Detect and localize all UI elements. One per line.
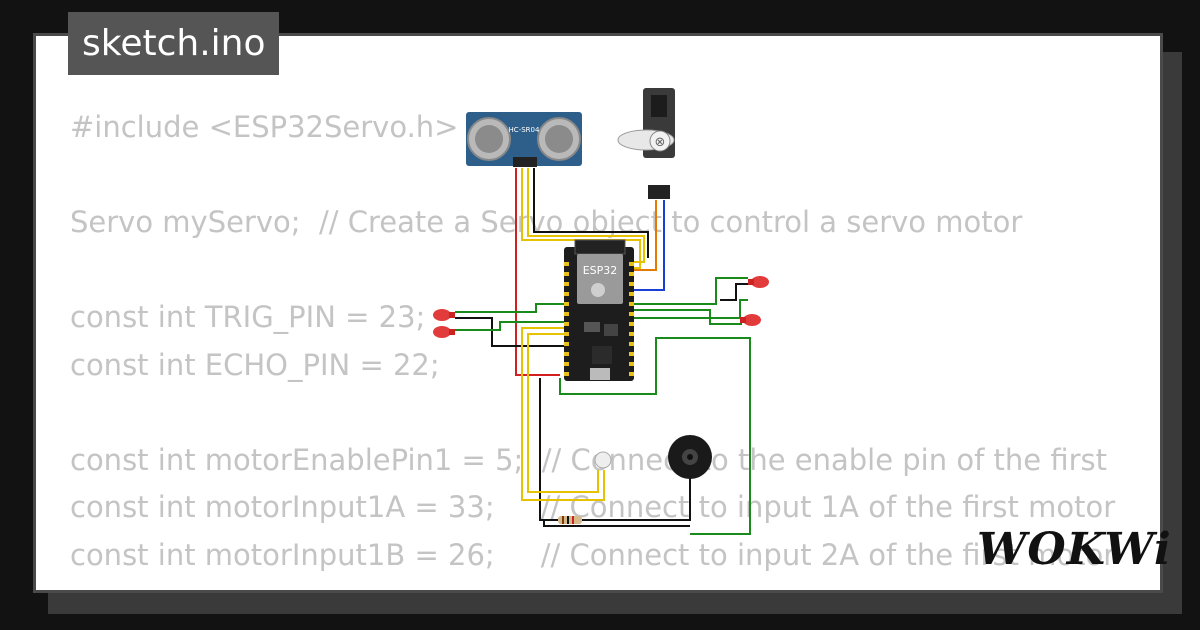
servo-motor[interactable]: ⊗ [617, 88, 675, 199]
wire-yellow [527, 333, 599, 493]
wire-green [632, 277, 748, 305]
wire-green [559, 337, 751, 535]
buzzer[interactable] [668, 435, 712, 479]
esp32-board[interactable]: ESP32 [564, 239, 634, 381]
code-line: Servo myServo; // Create a Servo object … [70, 205, 1023, 239]
wire-black [543, 519, 690, 527]
wire-black [539, 378, 558, 521]
code-line: const int TRIG_PIN = 23; [70, 300, 426, 334]
wire-yellow [521, 327, 605, 501]
resistor[interactable] [558, 516, 582, 524]
file-tab-label: sketch.ino [82, 23, 266, 64]
wire-red [515, 168, 560, 376]
code-line: const int ECHO_PIN = 22; [70, 347, 440, 382]
code-preview: #include <ESP32Servo.h> Servo myServo; /… [70, 36, 1160, 579]
file-tab[interactable]: sketch.ino [68, 12, 280, 75]
wire-green [632, 299, 748, 319]
ultrasonic-label: HC-SR04 [509, 126, 540, 134]
wire-black [720, 283, 748, 301]
wire-blue [632, 200, 665, 291]
wire-black [582, 478, 691, 521]
wire-yellow [521, 168, 641, 269]
light-sensor[interactable] [594, 451, 612, 469]
code-line: const int motorInput1B = 26; // Connect … [70, 537, 1116, 572]
wire-yellow [527, 168, 645, 263]
wire-green [455, 303, 566, 313]
wire-orange [632, 200, 657, 271]
led-left-bottom[interactable] [433, 326, 455, 338]
ultrasonic-sensor[interactable]: HC-SR04 [466, 112, 582, 167]
wire-black [533, 168, 649, 258]
wokwi-logo: WOKWi [977, 524, 1172, 575]
code-line: #include <ESP32Servo.h> [70, 110, 459, 144]
code-line: const int motorInput1A = 33; // Connect … [70, 490, 1116, 524]
wire-green [455, 321, 566, 331]
servo-x-icon: ⊗ [655, 135, 666, 150]
code-line: const int motorEnablePin1 = 5; // Connec… [70, 442, 1107, 477]
led-right-bottom[interactable] [740, 314, 761, 326]
esp32-label: ESP32 [583, 264, 618, 277]
led-right-top[interactable] [748, 276, 769, 288]
led-left-top[interactable] [433, 309, 455, 321]
